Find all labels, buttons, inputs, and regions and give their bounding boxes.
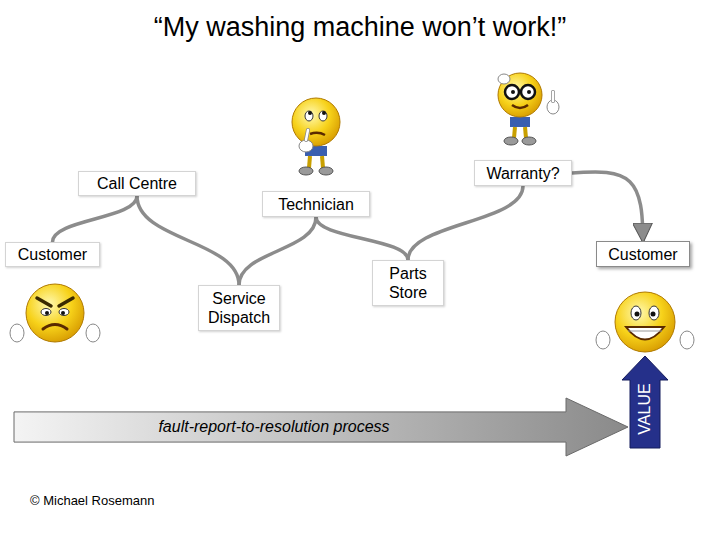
value-arrow: VALUE [622, 356, 668, 448]
angry-face-part [41, 309, 51, 316]
flow-curve [408, 186, 523, 260]
angry-face-part [26, 284, 84, 342]
thinking-figure-part [309, 156, 310, 168]
thinking-figure-part [292, 98, 340, 146]
glasses-figure-part [504, 137, 518, 145]
glasses-figure-part [498, 74, 510, 84]
happy-face [596, 292, 694, 352]
angry-face-part [86, 324, 100, 342]
node-text: Parts Store [377, 264, 439, 302]
flow-curve [316, 217, 408, 260]
glasses-figure-part [551, 92, 555, 101]
angry-face-part [10, 324, 24, 342]
node-text: Technician [278, 195, 354, 214]
thinking-figure-part [306, 130, 308, 140]
happy-face-part [680, 331, 694, 349]
glasses-figure-part [498, 73, 542, 117]
flow-curve [137, 196, 239, 285]
angry-face-part [59, 298, 73, 306]
angry-face-part [59, 309, 69, 316]
process-arrow-shape [14, 398, 628, 456]
happy-face-part [631, 306, 641, 320]
glasses-figure-part [512, 105, 528, 108]
angry-face-part [43, 325, 67, 330]
glasses-figure-part [525, 127, 526, 138]
node-text: Warranty? [486, 164, 559, 183]
happy-face-part [626, 327, 664, 340]
thinking-figure-part [308, 111, 312, 115]
step-box: Technician [262, 191, 370, 217]
glasses-figure [498, 73, 559, 145]
thinking-figure-part [305, 111, 313, 121]
flow-curve [53, 196, 138, 242]
step-box: Warranty? [474, 160, 572, 186]
value-arrow-shape [622, 356, 668, 448]
flow-curve [572, 172, 643, 241]
happy-face-part [615, 292, 675, 352]
glasses-figure-part [521, 85, 535, 99]
happy-face-part [651, 312, 656, 317]
happy-face-part [596, 331, 610, 349]
step-box: Call Centre [78, 171, 196, 196]
customer-box: Customer [596, 241, 690, 267]
node-text: Customer [18, 245, 87, 264]
happy-face-part [649, 306, 659, 320]
node-text: Call Centre [97, 174, 177, 193]
happy-face-part [628, 331, 662, 332]
angry-face-part [37, 298, 51, 306]
customer-box: Customer [5, 242, 100, 267]
angry-face-part [61, 311, 65, 315]
thinking-figure-part [319, 111, 327, 121]
node-text: fault-report-to-resolution process [158, 418, 389, 436]
angry-face [10, 284, 100, 342]
glasses-figure-part [514, 127, 515, 138]
thinking-figure-part [310, 133, 325, 135]
thinking-figure-part [306, 130, 308, 140]
thinking-figure [292, 98, 340, 175]
glasses-figure-part [552, 92, 555, 101]
glasses-figure-part [505, 85, 519, 99]
copyright-note: © Michael Rosemann [30, 493, 154, 508]
process-arrow: fault-report-to-resolution process [14, 398, 628, 456]
thinking-figure-part [322, 111, 326, 115]
happy-face-part [635, 312, 640, 317]
angry-face-part [45, 311, 49, 315]
node-text: VALUE [636, 384, 654, 435]
thinking-figure-part [319, 167, 333, 175]
glasses-figure-part [511, 90, 515, 94]
step-box: Service Dispatch [198, 285, 280, 331]
glasses-figure-part [522, 137, 536, 145]
flow-curve [239, 217, 316, 285]
glasses-figure-part [519, 90, 521, 93]
thinking-figure-part [322, 156, 323, 168]
diagram-title: “My washing machine won’t work!” [0, 12, 720, 43]
glasses-figure-part [510, 117, 530, 127]
step-box: Parts Store [372, 260, 444, 306]
thinking-figure-part [299, 167, 313, 175]
node-text: Service Dispatch [203, 289, 275, 327]
node-text: Customer [608, 245, 677, 264]
glasses-figure-part [527, 90, 531, 94]
